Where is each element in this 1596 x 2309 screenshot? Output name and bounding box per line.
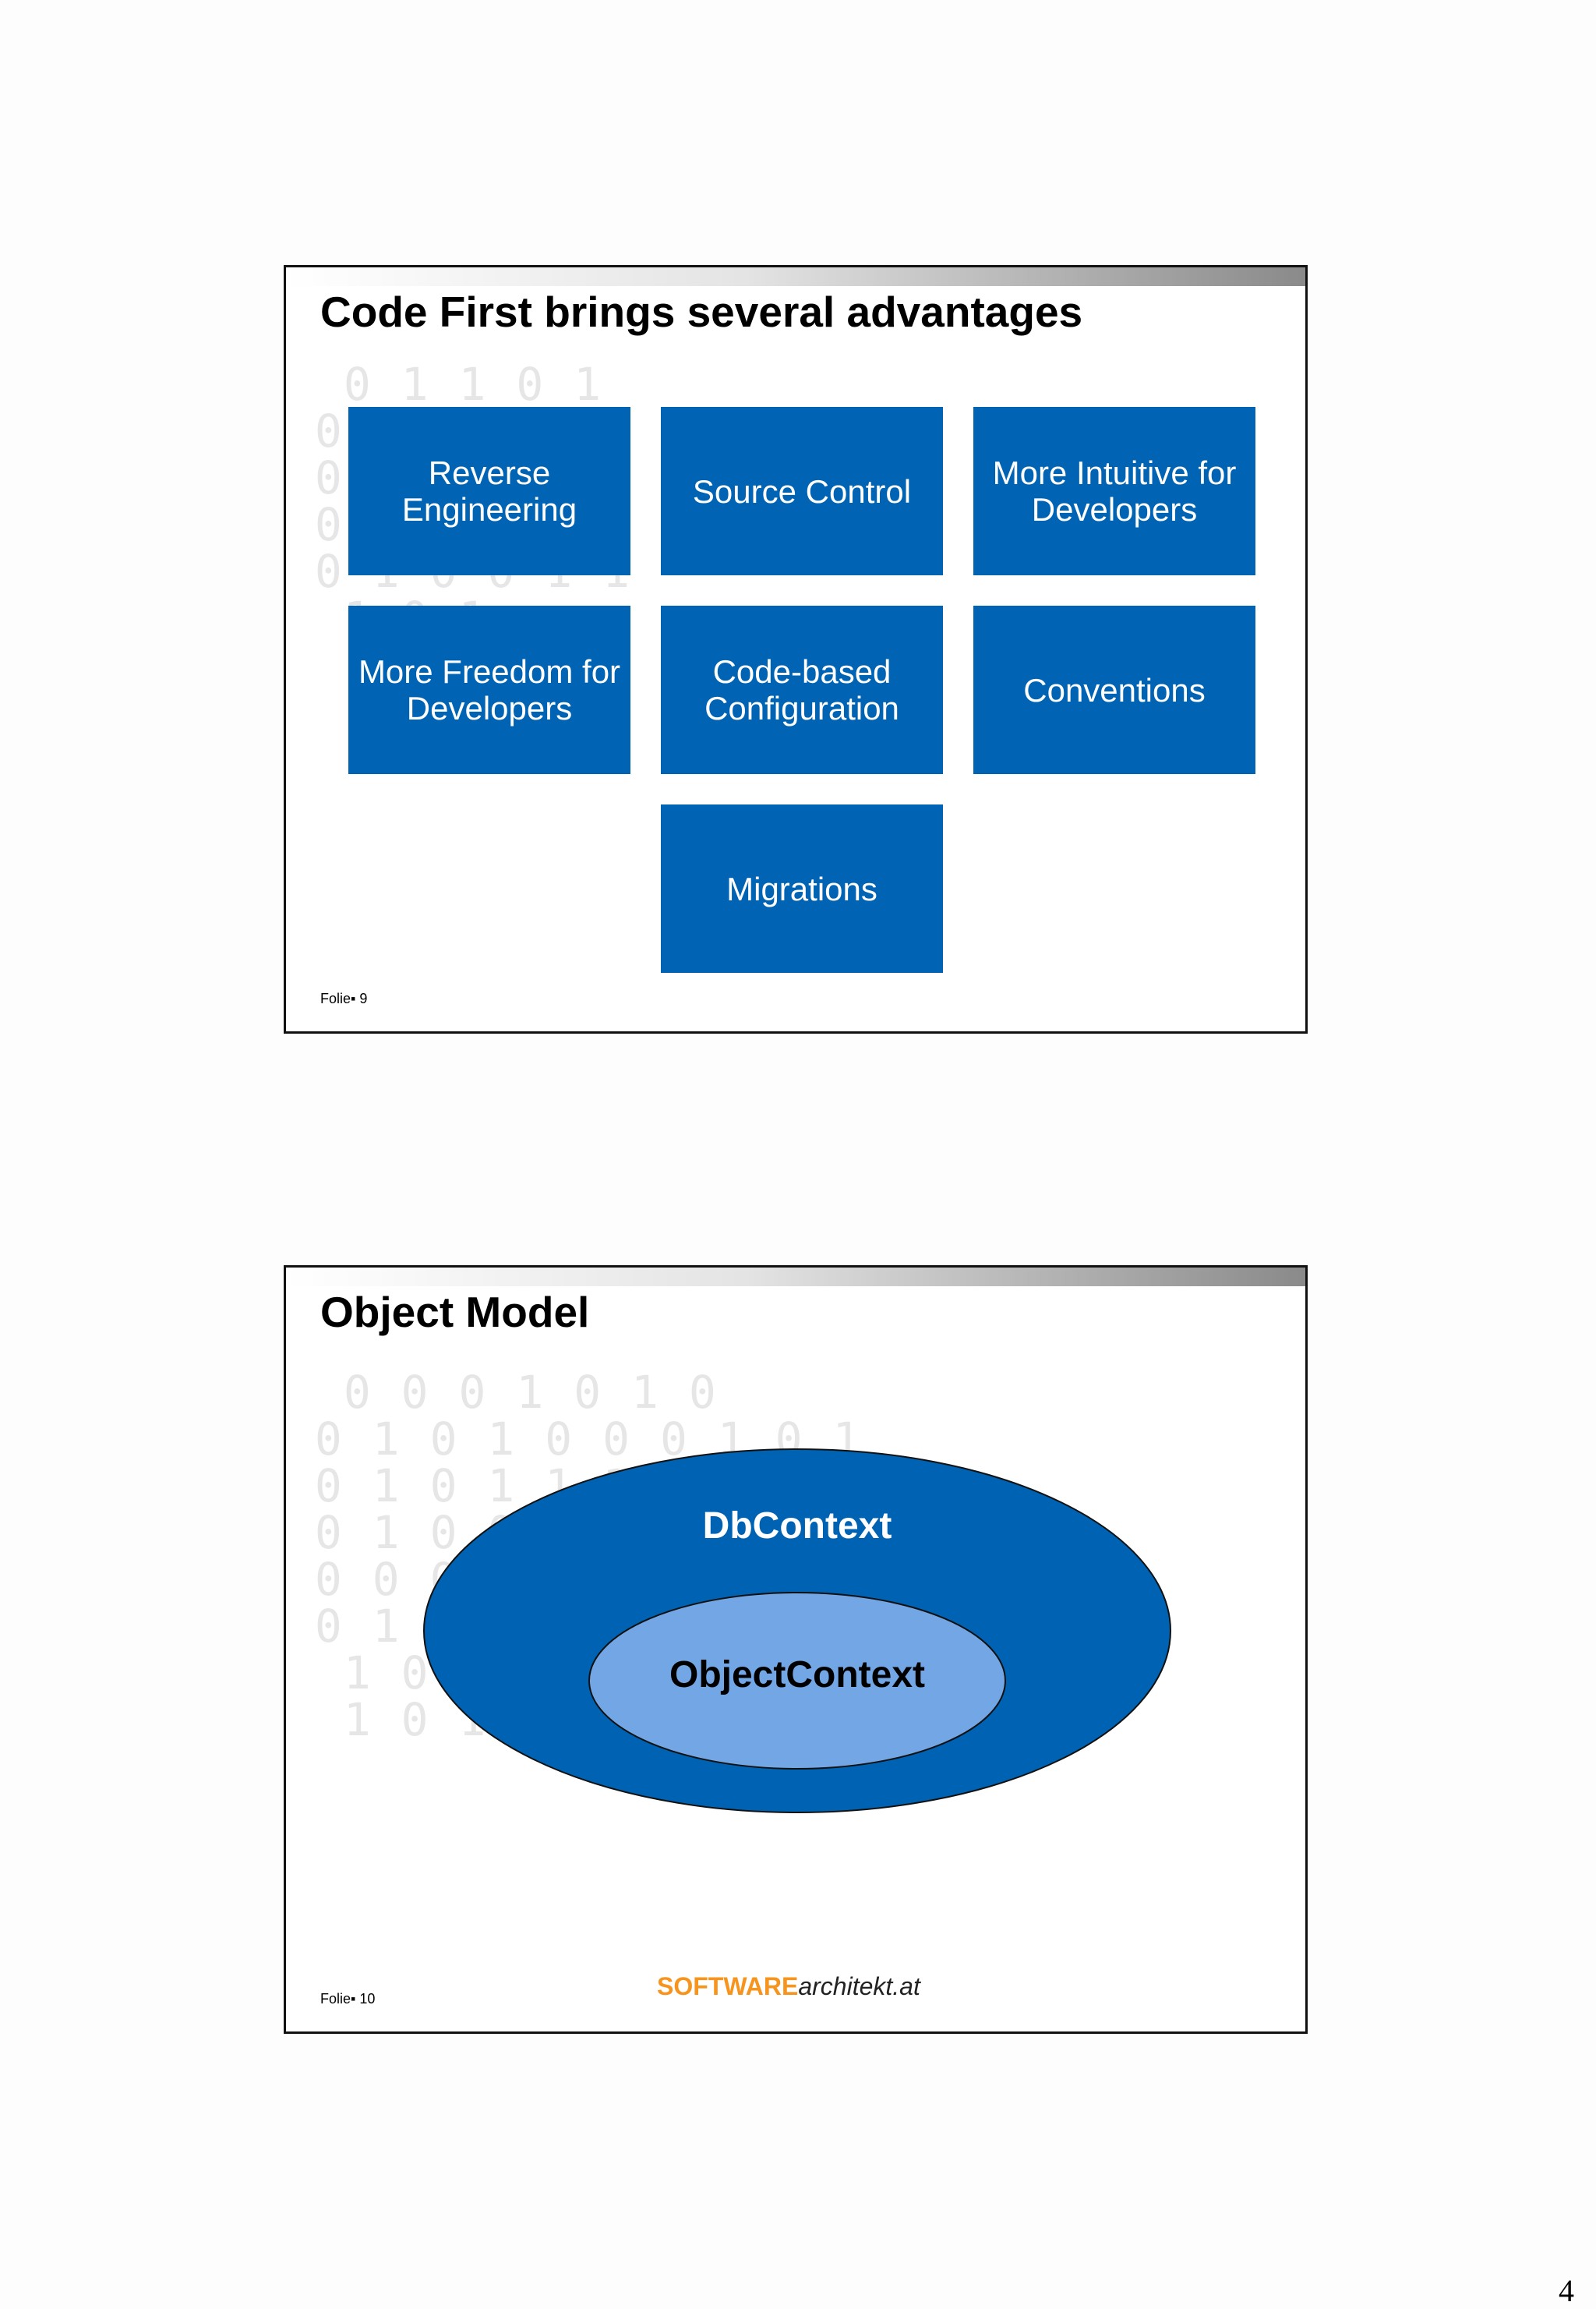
tile-source-control: Source Control bbox=[661, 407, 943, 575]
tile-migrations: Migrations bbox=[661, 804, 943, 973]
logo-architekt: architekt.at bbox=[798, 1972, 920, 2000]
dbcontext-label: DbContext bbox=[703, 1505, 892, 1547]
tile-more-freedom: More Freedom for Developers bbox=[348, 606, 630, 774]
slide-9: 0 1 1 0 1 0 1 0 0 1 0 0 1 1 0 0 1 0 0 0 … bbox=[284, 265, 1308, 1034]
slide-top-bar bbox=[286, 1268, 1305, 1286]
objectcontext-ellipse bbox=[588, 1592, 1006, 1770]
tile-code-based-configuration: Code-based Configuration bbox=[661, 606, 943, 774]
slide-10: 0 0 0 1 0 1 0 0 1 0 1 0 0 0 1 0 1 0 1 0 … bbox=[284, 1265, 1308, 2034]
object-model-diagram: DbContext ObjectContext bbox=[423, 1448, 1171, 1813]
slide-footer-label: Folie▪ 9 bbox=[320, 991, 368, 1006]
tile-conventions: Conventions bbox=[973, 606, 1255, 774]
logo-software: SOFTWARE bbox=[657, 1972, 799, 2000]
binary-background: 0 0 0 1 0 1 0 0 1 0 1 0 0 0 1 0 1 0 1 0 … bbox=[314, 1366, 862, 1746]
tile-more-intuitive: More Intuitive for Developers bbox=[973, 407, 1255, 575]
slide-title: Code First brings several advantages bbox=[320, 288, 1083, 336]
objectcontext-label: ObjectContext bbox=[669, 1654, 925, 1696]
slide-title: Object Model bbox=[320, 1288, 590, 1336]
tile-reverse-engineering: Reverse Engineering bbox=[348, 407, 630, 575]
slide-top-bar bbox=[286, 267, 1305, 286]
page-number: 4 bbox=[1559, 2273, 1574, 2308]
company-logo: SOFTWAREarchitekt.at bbox=[657, 1972, 920, 2001]
slide-footer-label: Folie▪ 10 bbox=[320, 1991, 376, 2007]
